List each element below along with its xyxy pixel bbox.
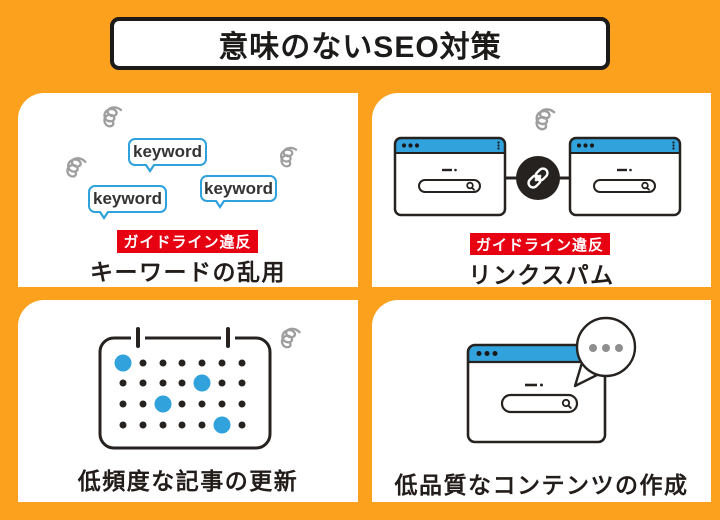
calendar-icon — [98, 327, 272, 450]
panel-link-spam: ガイドライン違反 リンクスパム — [372, 93, 711, 288]
ellipsis-dots-icon — [589, 344, 623, 352]
magnifier-icon — [561, 398, 572, 409]
keyword-bubble: keyword — [128, 138, 207, 173]
panel-caption: 低品質なコンテンツの作成 — [394, 472, 689, 498]
panel-caption: リンクスパム — [468, 262, 615, 288]
highlighted-day-dots — [114, 354, 231, 434]
panel-caption: 低頻度な記事の更新 — [77, 468, 299, 494]
browser-window-icon — [466, 343, 607, 444]
scribble-icon — [103, 106, 123, 128]
scribble-icon — [280, 327, 301, 349]
speech-bubble-icon — [573, 316, 637, 388]
panel-keyword-abuse: keyword keyword keyword ガイドライン違反 キーワードの乱… — [18, 93, 358, 287]
scribble-icon — [66, 157, 87, 178]
panel-low-frequency-updates: 低頻度な記事の更新 — [18, 300, 358, 502]
keyword-bubble-label: keyword — [93, 189, 162, 208]
panel-caption: キーワードの乱用 — [90, 259, 286, 285]
browser-window-icon — [393, 136, 507, 217]
link-icon — [516, 156, 560, 200]
low-quality-illustration — [466, 316, 637, 444]
guideline-violation-badge: ガイドライン違反 — [117, 230, 258, 253]
keyword-bubble-label: keyword — [204, 178, 273, 198]
keyword-bubble: keyword — [200, 175, 277, 209]
low-frequency-illustration — [98, 327, 301, 450]
link-spam-illustration — [393, 108, 682, 217]
keyword-bubble: keyword — [88, 185, 167, 220]
page-title: 意味のないSEO対策 — [218, 30, 502, 64]
browser-window-icon — [568, 136, 682, 217]
scribble-icon — [535, 108, 556, 131]
scribble-icon — [279, 146, 298, 168]
keyword-bubble-label: keyword — [133, 142, 202, 161]
title-box: 意味のないSEO対策 — [110, 17, 610, 70]
keyword-abuse-illustration — [66, 106, 298, 178]
guideline-violation-badge: ガイドライン違反 — [470, 233, 610, 255]
panel-low-quality-content: 低品質なコンテンツの作成 — [372, 300, 711, 502]
